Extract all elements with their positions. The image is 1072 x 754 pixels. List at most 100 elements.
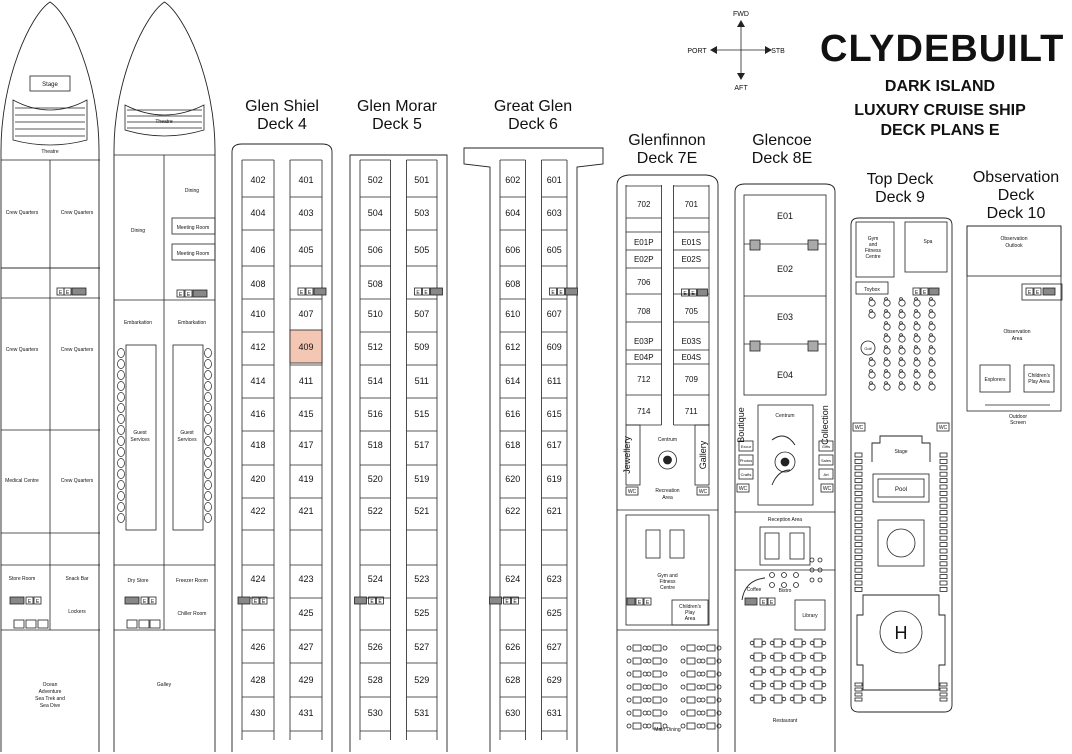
deck-seat — [883, 359, 891, 367]
chair-icon — [781, 696, 787, 702]
deck4-cabin-423: 423 — [298, 574, 313, 584]
chair-icon — [761, 696, 767, 702]
chair-icon — [809, 654, 815, 660]
deck-seat-back — [869, 297, 873, 301]
deck-seat — [928, 371, 936, 379]
stair-icon — [626, 597, 636, 606]
deck-seat-back — [884, 345, 888, 349]
deck-seat — [898, 371, 906, 379]
lift-icon — [767, 597, 776, 606]
deck-seat — [928, 299, 936, 307]
deck6-cabin-605: 605 — [547, 245, 562, 255]
gym-label: Gym and — [657, 573, 678, 579]
stage-label: Stage — [42, 82, 58, 88]
compass-stb-label: STB — [771, 48, 785, 55]
chair-icon — [749, 654, 755, 660]
crew-quarters-label: Crew Quarters — [61, 478, 94, 484]
dining-table — [686, 657, 696, 665]
deck-seat — [928, 347, 936, 355]
sun-lounger — [939, 687, 948, 692]
deck6-cabin-616: 616 — [505, 409, 520, 419]
stage-outline — [871, 435, 931, 462]
outdoor-screen-label: Screen — [1010, 420, 1026, 426]
deck6-cabin-604: 604 — [505, 208, 520, 218]
deck5-cabin-511: 511 — [415, 376, 429, 386]
chair-icon — [821, 696, 827, 702]
lift-icon — [33, 596, 42, 605]
bistro-table — [781, 582, 787, 588]
ocean-adventure-label: Sea Dive — [40, 703, 61, 709]
chair-icon — [809, 640, 815, 646]
toybox-label: Toybox — [864, 287, 880, 293]
deck6-hull — [463, 147, 604, 752]
gym-label: Fitness — [865, 248, 882, 254]
deck-seat-back — [899, 297, 903, 301]
recreation-label: Area — [662, 495, 673, 501]
deck-seat-back — [929, 321, 933, 325]
lifeboat-icon — [117, 447, 125, 457]
centrum-core — [663, 455, 672, 465]
chair-icon — [696, 710, 702, 716]
deck7-cabin-714: 714 — [637, 407, 651, 416]
chair-icon — [642, 645, 648, 651]
stair-icon — [71, 287, 87, 296]
deck5-cabin-510: 510 — [368, 309, 383, 319]
bistro-table — [817, 557, 823, 563]
lifeboat-icon — [204, 414, 212, 424]
stair-icon — [124, 596, 140, 605]
deck5-cabin-518: 518 — [368, 440, 383, 450]
theatre-seating — [12, 99, 88, 146]
shop-outline — [818, 468, 834, 480]
deck-seat-back — [929, 333, 933, 337]
deck6-cabin-619: 619 — [547, 474, 562, 484]
dining-table — [706, 722, 716, 730]
lift-icon — [251, 596, 260, 605]
deck6-title: Great Glen Deck 6 — [483, 98, 583, 134]
deck-seat — [898, 383, 906, 391]
lift-icon — [1025, 287, 1034, 296]
lift-icon — [297, 287, 306, 296]
chair-icon — [821, 668, 827, 674]
lift-label: E — [416, 290, 420, 296]
deck6-number: Deck 6 — [508, 116, 558, 133]
helipad-outline — [856, 594, 946, 691]
wc-label: WC — [628, 489, 637, 495]
chair-icon — [781, 668, 787, 674]
deck5-cabin-522: 522 — [368, 506, 383, 516]
dining-table — [753, 638, 763, 648]
suite-E04: E04 — [777, 370, 793, 380]
chair-icon — [696, 723, 702, 729]
bistro-table — [769, 572, 775, 578]
wc-label: WC — [855, 425, 864, 431]
dining-table — [793, 638, 803, 648]
deck-seat — [883, 347, 891, 355]
gym-label: Centre — [865, 254, 880, 260]
dining-table — [793, 694, 803, 704]
deck10-name-2: Deck — [997, 187, 1035, 204]
shop-label: Excur — [741, 444, 752, 449]
library-label: Library — [802, 613, 818, 619]
deck4-cabin-414: 414 — [250, 376, 265, 386]
chair-icon — [680, 710, 686, 716]
lift-label: E — [151, 599, 155, 605]
stair-icon — [489, 596, 502, 605]
bow-hull-outline — [113, 1, 216, 752]
deck4-cabin-422: 422 — [250, 506, 265, 516]
chair-icon — [761, 668, 767, 674]
chair-icon — [642, 710, 648, 716]
stage-label: Stage — [894, 449, 907, 455]
lifeboat-icon — [204, 392, 212, 402]
deck4-cabin-426: 426 — [250, 642, 265, 652]
deck7-number: Deck 7E — [636, 150, 698, 167]
chair-icon — [761, 682, 767, 688]
deck5-cabin-512: 512 — [368, 342, 383, 352]
meeting-room-label: Meeting Room — [177, 225, 210, 231]
bistro-table — [769, 582, 775, 588]
chair-icon — [716, 684, 722, 690]
deck-seat-back — [884, 357, 888, 361]
wc-outline — [736, 483, 750, 493]
chiller-room-label: Chiller Room — [178, 611, 207, 617]
chair-icon — [626, 697, 632, 703]
deck6-name: Great Glen — [493, 98, 573, 115]
deck-seat-back — [899, 345, 903, 349]
